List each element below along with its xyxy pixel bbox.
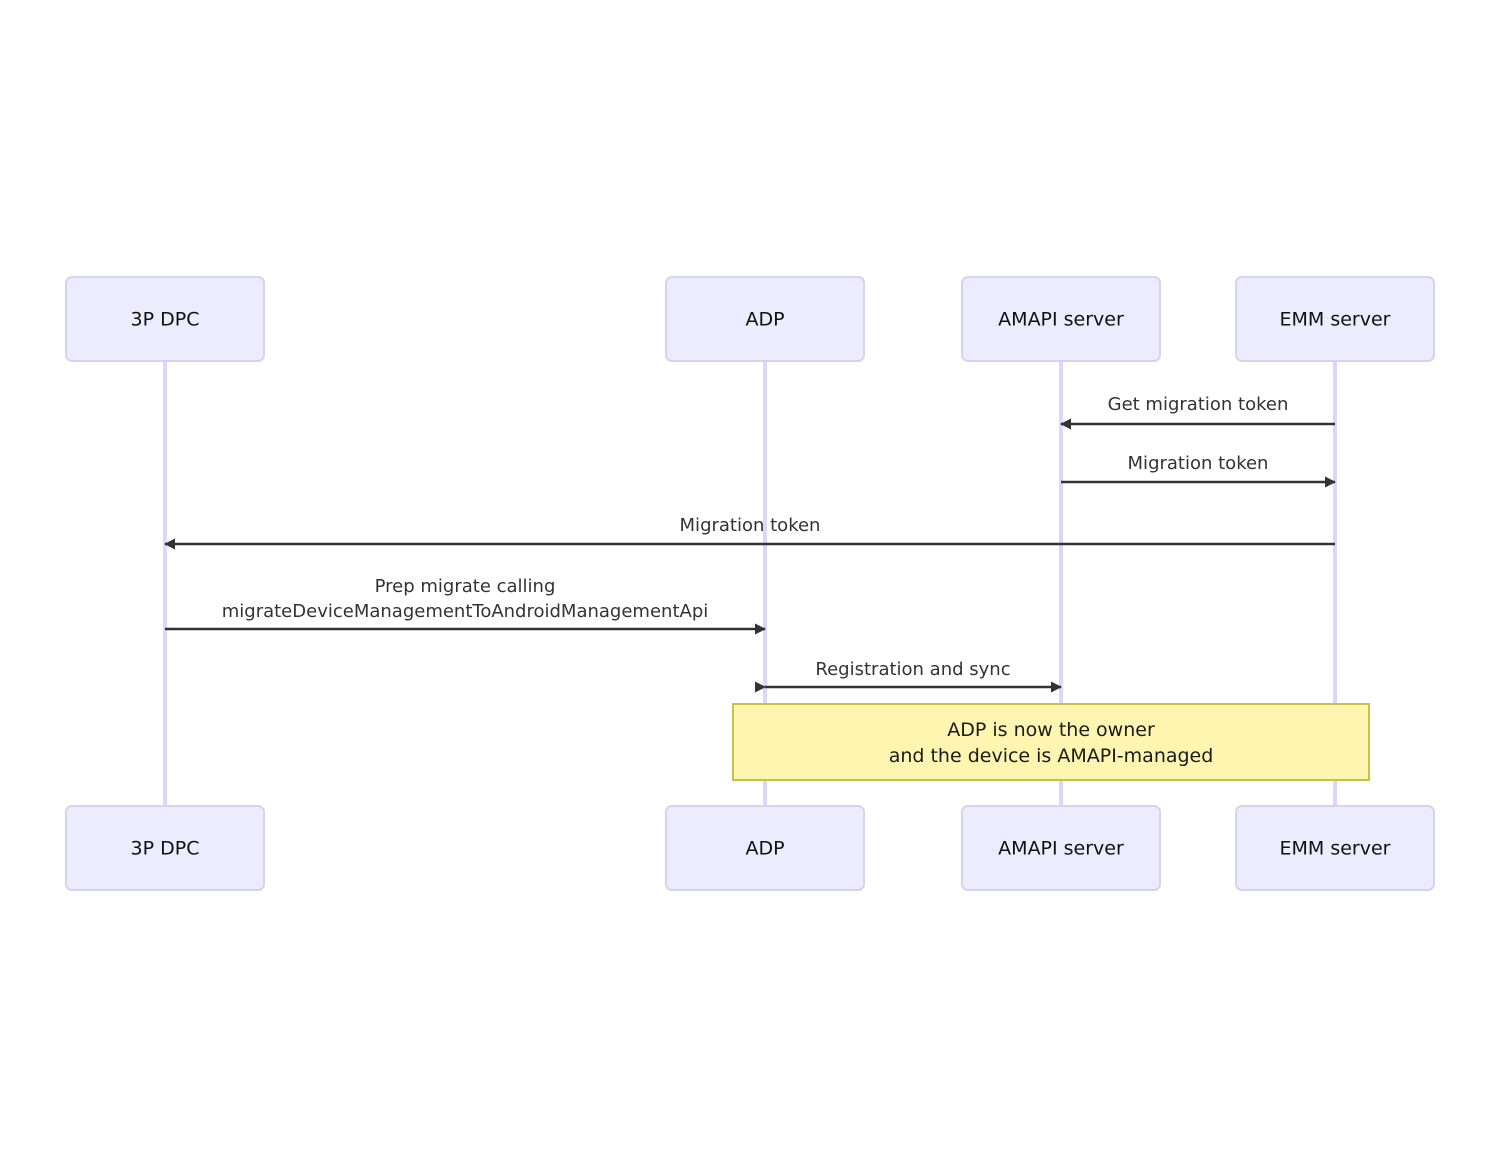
participant-box <box>1235 805 1435 891</box>
participant-label: EMM server <box>1280 309 1391 331</box>
note-text-line: ADP is now the owner <box>947 719 1155 741</box>
message-label: Migration token <box>1128 453 1269 474</box>
message-m2[interactable]: Migration token <box>1061 453 1336 488</box>
participant-label: AMAPI server <box>998 838 1124 860</box>
participant-box <box>1235 276 1435 362</box>
message-label: Get migration token <box>1108 394 1289 415</box>
participant-adp-bottom[interactable]: ADP <box>665 805 865 891</box>
participant-box <box>65 276 265 362</box>
participant-box <box>961 276 1161 362</box>
participant-adp-top[interactable]: ADP <box>665 276 865 362</box>
participant-label: AMAPI server <box>998 309 1124 331</box>
participant-emm-bottom[interactable]: EMM server <box>1235 805 1435 891</box>
participant-box <box>961 805 1161 891</box>
participant-dpc-top[interactable]: 3P DPC <box>65 276 265 362</box>
message-m4[interactable]: Prep migrate calling migrateDeviceManagem… <box>165 576 766 635</box>
note-box <box>732 703 1370 781</box>
participant-box <box>65 805 265 891</box>
participant-box <box>665 276 865 362</box>
participant-label: ADP <box>745 838 784 860</box>
message-label: migrateDeviceManagementToAndroidManageme… <box>222 601 709 622</box>
participant-amapi-bottom[interactable]: AMAPI server <box>961 805 1161 891</box>
participant-amapi-top[interactable]: AMAPI server <box>961 276 1161 362</box>
note-n1: ADP is now the owner and the device is AM… <box>732 703 1370 781</box>
participant-dpc-bottom[interactable]: 3P DPC <box>65 805 265 891</box>
message-m5[interactable]: Registration and sync <box>754 659 1062 693</box>
participant-label: 3P DPC <box>131 309 200 331</box>
message-label: Migration token <box>680 515 821 536</box>
participant-label: ADP <box>745 309 784 331</box>
message-m3[interactable]: Migration token <box>164 515 1335 550</box>
message-label: Prep migrate calling <box>375 576 556 597</box>
participant-label: 3P DPC <box>131 838 200 860</box>
note-text-line: and the device is AMAPI-managed <box>889 745 1214 767</box>
participant-box <box>665 805 865 891</box>
message-label: Registration and sync <box>815 659 1010 680</box>
participant-label: EMM server <box>1280 838 1391 860</box>
message-m1[interactable]: Get migration token <box>1060 394 1335 430</box>
notes-layer: ADP is now the owner and the device is AM… <box>732 703 1370 781</box>
participant-emm-top[interactable]: EMM server <box>1235 276 1435 362</box>
